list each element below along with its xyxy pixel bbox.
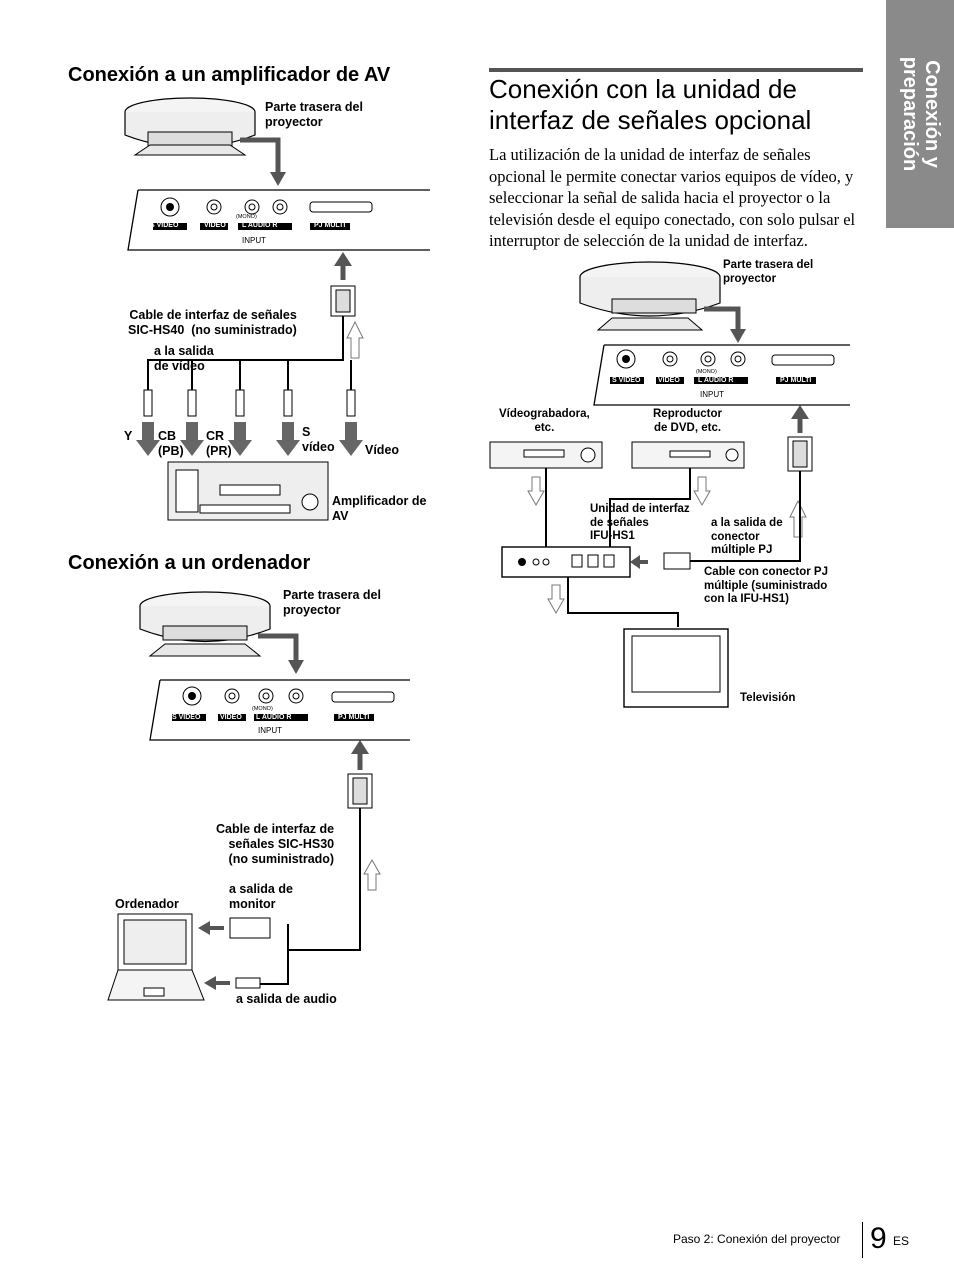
vcr-label: Vídeograbadora, etc. (499, 408, 590, 434)
projector-icon (124, 97, 256, 156)
av-amplifier-icon (167, 461, 329, 521)
intro-paragraph: La utilización de la unidad de interfaz … (489, 145, 856, 250)
panel-pjmulti: PJ MULTI (314, 222, 346, 229)
av-video-out-label: a la salida de vídeo (154, 344, 214, 373)
pc-panel-pjmulti: PJ MULTI (338, 714, 370, 721)
page-number: 9 (870, 1222, 887, 1255)
right-heading-line1: Conexión con la unidad de (489, 74, 797, 104)
section-tab-label: Conexión y preparación (899, 57, 943, 171)
av-y-label: Y (124, 429, 133, 443)
ifu-panel-svideo: S VIDEO (612, 377, 641, 384)
pc-panel-audio: L AUDIO R (256, 714, 292, 721)
pc-cable-label: Cable de interfaz de señales SIC-HS30 (n… (216, 822, 335, 866)
panel-input: INPUT (242, 236, 266, 245)
pj-cable-label: Cable con conector PJ múltiple (suminist… (704, 566, 828, 605)
footer-lang: ES (893, 1234, 910, 1248)
ifu-panel-video: VIDEO (658, 377, 680, 384)
input-panel-pc (149, 679, 410, 741)
pc-panel-input: INPUT (258, 726, 282, 735)
pc-heading: Conexión a un ordenador (68, 552, 311, 574)
av-cr-label: CR (PR) (206, 429, 232, 458)
panel-audio: L AUDIO R (242, 222, 278, 229)
dvd-label: Reproductor de DVD, etc. (653, 408, 722, 434)
panel-svideo: S VIDEO (150, 222, 179, 229)
ifu-label: Unidad de interfaz de señales IFU-HS1 (590, 503, 690, 542)
section-tab-line2: preparación (899, 56, 921, 172)
footer-section: Paso 2: Conexión del proyector (673, 1232, 841, 1246)
pc-computer-label: Ordenador (115, 897, 179, 911)
input-panel-av (127, 189, 430, 251)
ifu-panel-audio: L AUDIO R (698, 377, 734, 384)
section-tab (886, 0, 954, 228)
av-rear-label: Parte trasera del proyector (265, 100, 363, 129)
av-heading: Conexión a un amplificador de AV (68, 64, 391, 86)
pc-panel-video: VIDEO (220, 714, 242, 721)
right-heading-line2: interfaz de señales opcional (489, 105, 812, 135)
panel-video: VIDEO (204, 222, 226, 229)
projector-icon (579, 261, 721, 331)
dvd-player-icon (631, 441, 745, 469)
pc-monitor-out-label: a salida de monitor (229, 882, 293, 911)
ifu-rear-label: Parte trasera del proyector (723, 259, 814, 285)
footer-divider (862, 1222, 863, 1258)
pc-audio-out-label: a salida de audio (236, 992, 337, 1006)
av-amp-label: Amplificador de AV (332, 494, 427, 523)
interface-unit-icon (501, 546, 631, 578)
tv-label: Televisión (740, 692, 796, 704)
pj-out-label: a la salida de conector múltiple PJ (711, 517, 783, 556)
av-video-label: Vídeo (365, 443, 400, 457)
av-cb-label: CB (PB) (158, 429, 184, 458)
av-svideo-label: S vídeo (302, 425, 335, 454)
section-tab-line1: Conexión y (921, 60, 943, 168)
pc-panel-svideo: S VIDEO (172, 714, 201, 721)
pc-diagram (107, 591, 410, 1001)
ifu-panel-pjmulti: PJ MULTI (780, 377, 812, 384)
av-diagram (124, 97, 430, 521)
right-heading: Conexión con la unidad de interfaz de se… (489, 74, 811, 136)
ifu-panel-mono: (MONO) (696, 369, 717, 375)
panel-mono: (MONO) (236, 214, 257, 220)
television-icon (623, 628, 729, 708)
laptop-icon (107, 913, 205, 1001)
heading-rule (489, 68, 863, 72)
pc-rear-label: Parte trasera del proyector (283, 588, 381, 617)
pc-panel-mono: (MONO) (252, 706, 273, 712)
ifu-panel-input: INPUT (700, 390, 724, 399)
input-panel-ifu (593, 344, 850, 406)
vcr-icon (489, 441, 603, 469)
projector-icon (139, 591, 271, 657)
ifu-diagram (489, 261, 850, 708)
av-cable-label: Cable de interfaz de señales SIC-HS40 (n… (128, 308, 297, 337)
